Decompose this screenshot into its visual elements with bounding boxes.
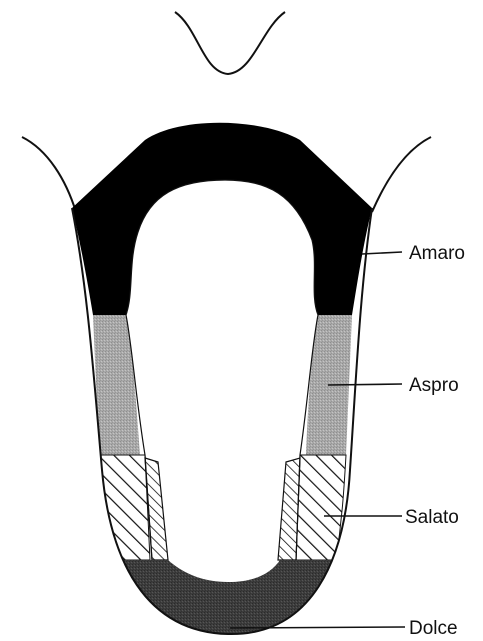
sour-region-left xyxy=(93,315,140,455)
right-palate-arch xyxy=(372,137,431,212)
bitter-region xyxy=(72,123,372,315)
leader-line-sour xyxy=(328,384,402,385)
uvula-outline xyxy=(175,12,285,74)
label-sour: Aspro xyxy=(409,375,459,396)
leader-line-sweet xyxy=(230,627,405,628)
label-sweet: Dolce xyxy=(409,618,458,639)
sweet-region xyxy=(108,560,340,636)
label-bitter: Amaro xyxy=(409,243,465,264)
leader-line-bitter xyxy=(362,252,402,254)
label-salty: Salato xyxy=(405,507,459,528)
left-palate-arch xyxy=(22,137,76,212)
